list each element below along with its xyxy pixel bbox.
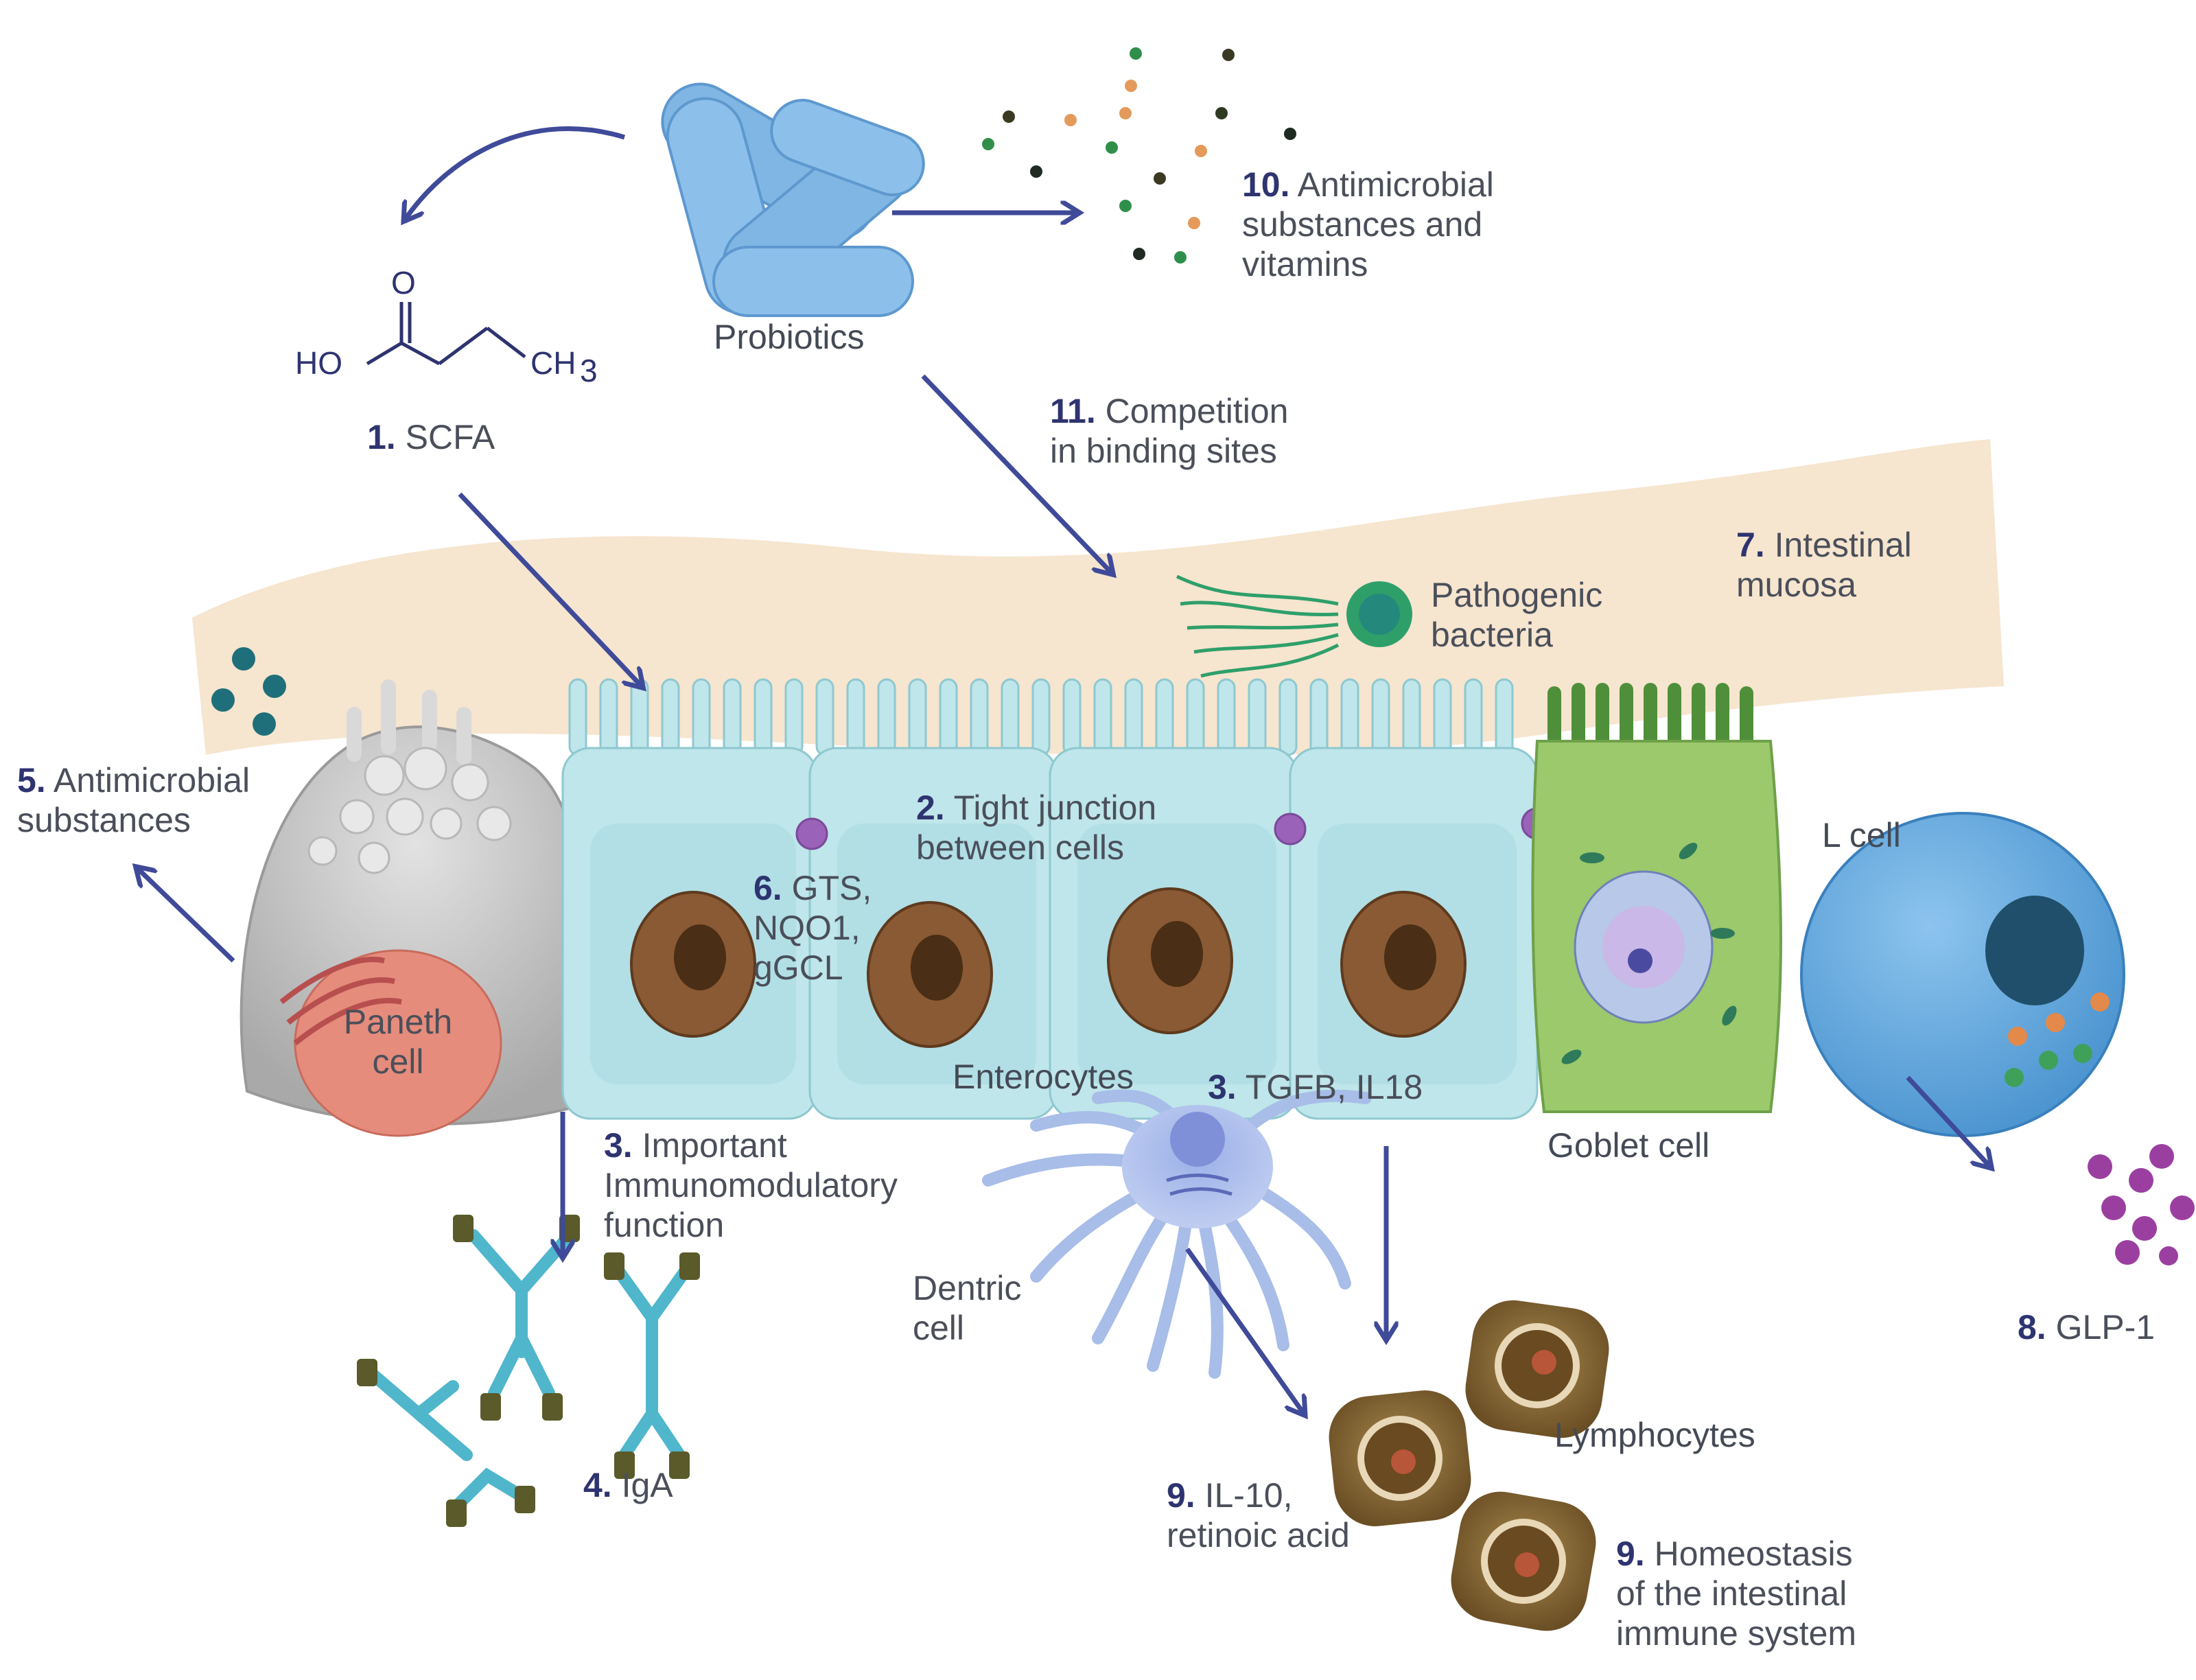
antimicrobial-granules bbox=[211, 647, 286, 736]
pathogenic-bacteria bbox=[1176, 574, 1412, 678]
lymphocytes-label: Lymphocytes bbox=[1554, 1416, 1755, 1454]
scfa-molecule bbox=[366, 302, 526, 366]
l-cell bbox=[1800, 812, 2125, 1137]
tgfb-label: 3. TGFB, IL18 bbox=[1208, 1067, 1423, 1107]
enterocytes-label: Enterocytes bbox=[953, 1058, 1134, 1096]
homeostasis-num: 9. bbox=[1616, 1535, 1645, 1573]
antimicrobial-line2: substances bbox=[17, 801, 191, 839]
paneth-line1: Paneth bbox=[343, 1003, 453, 1041]
competition-line1: Competition bbox=[1105, 392, 1289, 430]
tgfb-text: TGFB, IL18 bbox=[1245, 1068, 1423, 1106]
il10-line1: IL-10, bbox=[1204, 1476, 1293, 1515]
dendritic-label: Dentric cell bbox=[913, 1268, 1021, 1348]
dendritic-cell bbox=[982, 1089, 1372, 1379]
il10-label: 9. IL-10, retinoic acid bbox=[1167, 1475, 1350, 1555]
mucosa-line1: Intestinal bbox=[1774, 526, 1912, 564]
enterocytes bbox=[561, 678, 1554, 1120]
glp1-label: 8. GLP-1 bbox=[2018, 1307, 2155, 1347]
tgfb-num: 3. bbox=[1208, 1068, 1237, 1106]
iga-num: 4. bbox=[583, 1466, 612, 1504]
paneth-label: Paneth cell bbox=[329, 1002, 467, 1082]
antimicrobial-vitamins-line1: Antimicrobial bbox=[1297, 165, 1494, 204]
il10-line2: retinoic acid bbox=[1167, 1516, 1350, 1554]
pathogenic-label: Pathogenic bacteria bbox=[1431, 575, 1602, 655]
antimicrobial-vitamins-num: 10. bbox=[1242, 165, 1290, 204]
immuno-label: 3. Important Immunomodulatory function bbox=[604, 1125, 898, 1245]
probiotics-cluster bbox=[661, 82, 925, 317]
mucosa-num: 7. bbox=[1736, 526, 1765, 564]
goblet-cell bbox=[1531, 683, 1782, 1113]
glp1-text: GLP-1 bbox=[2055, 1308, 2156, 1346]
antimicrobial-label: 5. Antimicrobial substances bbox=[17, 760, 250, 840]
iga-label: 4. IgA bbox=[583, 1465, 673, 1505]
chem-o: O bbox=[391, 265, 416, 301]
scfa-num: 1. bbox=[367, 418, 396, 456]
dendritic-line2: cell bbox=[913, 1309, 965, 1347]
competition-num: 11. bbox=[1050, 392, 1096, 430]
competition-line2: in binding sites bbox=[1050, 432, 1277, 470]
paneth-line2: cell bbox=[372, 1042, 424, 1081]
scfa-text: SCFA bbox=[405, 418, 495, 456]
chem-ho: HO bbox=[295, 345, 342, 381]
gts-line3: gGCL bbox=[754, 948, 843, 987]
goblet-label: Goblet cell bbox=[1547, 1126, 1710, 1165]
pathogenic-line2: bacteria bbox=[1431, 616, 1553, 654]
chem-ch: CH bbox=[530, 345, 576, 381]
glp1-num: 8. bbox=[2018, 1308, 2046, 1346]
immuno-line2: Immunomodulatory bbox=[604, 1166, 898, 1204]
arrows bbox=[137, 126, 1990, 1414]
homeostasis-label: 9. Homeostasis of the intestinal immune … bbox=[1616, 1534, 1856, 1653]
l-cell-label: L cell bbox=[1822, 816, 1901, 854]
immuno-line3: function bbox=[604, 1206, 725, 1244]
gts-label: 6. GTS, NQO1, gGCL bbox=[754, 868, 872, 988]
antimicrobial-num: 5. bbox=[17, 761, 46, 800]
gts-line1: GTS, bbox=[791, 869, 872, 907]
tight-junction-line2: between cells bbox=[916, 828, 1124, 867]
homeostasis-line1: Homeostasis bbox=[1654, 1535, 1853, 1573]
probiotics-label: Probiotics bbox=[714, 318, 865, 356]
dendritic-line1: Dentric bbox=[913, 1269, 1022, 1307]
immuno-num: 3. bbox=[604, 1126, 633, 1165]
tight-junction-line1: Tight junction bbox=[953, 789, 1157, 827]
competition-label: 11. Competition in binding sites bbox=[1050, 391, 1288, 471]
antimicrobial-vitamins-line3: vitamins bbox=[1242, 245, 1368, 283]
immuno-line1: Important bbox=[642, 1126, 787, 1165]
scfa-label: 1. SCFA bbox=[367, 417, 495, 457]
vitamin-dots bbox=[982, 47, 1296, 264]
tight-junction-num: 2. bbox=[916, 789, 945, 827]
il10-num: 9. bbox=[1167, 1476, 1195, 1515]
gts-num: 6. bbox=[754, 869, 782, 907]
antimicrobial-line1: Antimicrobial bbox=[53, 761, 250, 800]
mucosa-line2: mucosa bbox=[1736, 565, 1857, 604]
antimicrobial-vitamins-label: 10. Antimicrobial substances and vitamin… bbox=[1242, 165, 1494, 284]
mucosa-label: 7. Intestinal mucosa bbox=[1736, 525, 1912, 605]
tight-junction-label: 2. Tight junction between cells bbox=[916, 788, 1156, 867]
homeostasis-line3: immune system bbox=[1616, 1614, 1857, 1653]
glp1-particles bbox=[2088, 1144, 2195, 1265]
antimicrobial-vitamins-line2: substances and bbox=[1242, 205, 1483, 244]
pathogenic-line1: Pathogenic bbox=[1431, 576, 1603, 614]
paneth-cell bbox=[240, 679, 591, 1137]
lymphocytes bbox=[1329, 1300, 1609, 1631]
gts-line2: NQO1, bbox=[754, 909, 861, 947]
iga-text: IgA bbox=[621, 1466, 673, 1504]
chem-sub3: 3 bbox=[580, 353, 598, 388]
homeostasis-line2: of the intestinal bbox=[1616, 1574, 1847, 1613]
